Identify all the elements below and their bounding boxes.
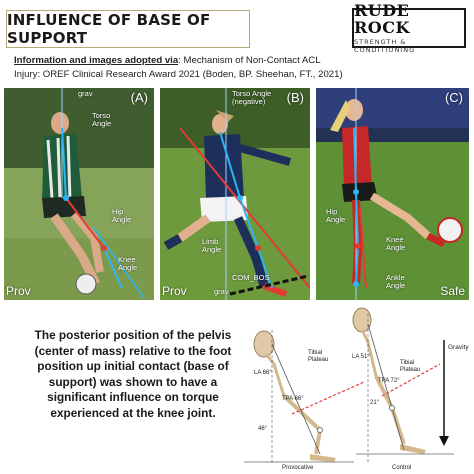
page-title: INFLUENCE OF BASE OF SUPPORT [7, 11, 211, 47]
brand-logo: RUDE ROCK STRENGTH & CONDITIONING [352, 2, 466, 54]
tpa-right: TPA 72° [378, 378, 400, 384]
gravity-label: Gravity [448, 344, 469, 351]
logo-line2: STRENGTH & CONDITIONING [354, 38, 416, 54]
photo-panel-a: grav Torso Angle Hip Angle Knee Angle (A… [4, 88, 154, 300]
description-text: The posterior position of the pelvis (ce… [34, 328, 232, 420]
label-torso-angle-negative: Torso Angle (negative) [232, 89, 272, 106]
control-label: Control [392, 465, 412, 471]
label-hip-angle: Hip Angle [112, 207, 132, 224]
label-limb-angle: Limb Angle [202, 237, 222, 254]
source-citation: Information and images adopted via: Mech… [14, 54, 464, 82]
biomech-diagram: LA 66° TPA 66° 46° Tibial Plateau LA 51°… [244, 304, 470, 474]
label-com-bos: COM_BOS [232, 273, 270, 282]
source-line1: : Mechanism of Non-Contact ACL [178, 55, 321, 66]
photo-panel-b: Torso Angle (negative) Limb Angle grav C… [160, 88, 310, 300]
photo-b-illustration [160, 88, 310, 300]
skeleton-diagram [244, 307, 454, 464]
panel-letter-a: (A) [130, 90, 148, 105]
panel-letter-c: (C) [444, 90, 463, 105]
label-knee-angle: Knee Angle [118, 255, 138, 272]
label-grav: grav [78, 89, 93, 98]
la-right: LA 51° [352, 354, 370, 360]
tpa-left: TPA 66° [282, 396, 304, 402]
tibial-plateau-right: Tibial Plateau [400, 360, 421, 373]
label-grav-b: grav [214, 287, 229, 296]
panel-a-tag: Prov [6, 284, 31, 298]
photo-c-illustration [316, 88, 469, 300]
title-box: INFLUENCE OF BASE OF SUPPORT [6, 10, 250, 48]
photo-panel-c: Hip Angle Knee Angle Ankle Angle (C) Saf… [316, 88, 469, 300]
source-line2: Injury: OREF Clinical Research Award 202… [14, 69, 343, 80]
label-hip-angle-c: Hip Angle [326, 207, 346, 224]
provocative-label: Provocative [282, 465, 314, 471]
panel-b-tag: Prov [162, 284, 187, 298]
logo-line1: RUDE ROCK [354, 1, 410, 37]
panel-c-tag: Safe [440, 284, 465, 298]
label-ankle-angle: Ankle Angle [386, 273, 406, 290]
photo-a-illustration [4, 88, 154, 300]
label-knee-angle-c: Knee Angle [386, 235, 406, 252]
panel-letter-b: (B) [286, 90, 304, 105]
la-left: LA 66° [254, 370, 272, 376]
angle-right: 21° [370, 400, 380, 406]
label-torso-angle: Torso Angle [92, 111, 112, 128]
tibial-plateau-left: Tibial Plateau [308, 350, 329, 363]
angle-left: 46° [258, 426, 268, 432]
source-lead: Information and images adopted via [14, 55, 179, 66]
